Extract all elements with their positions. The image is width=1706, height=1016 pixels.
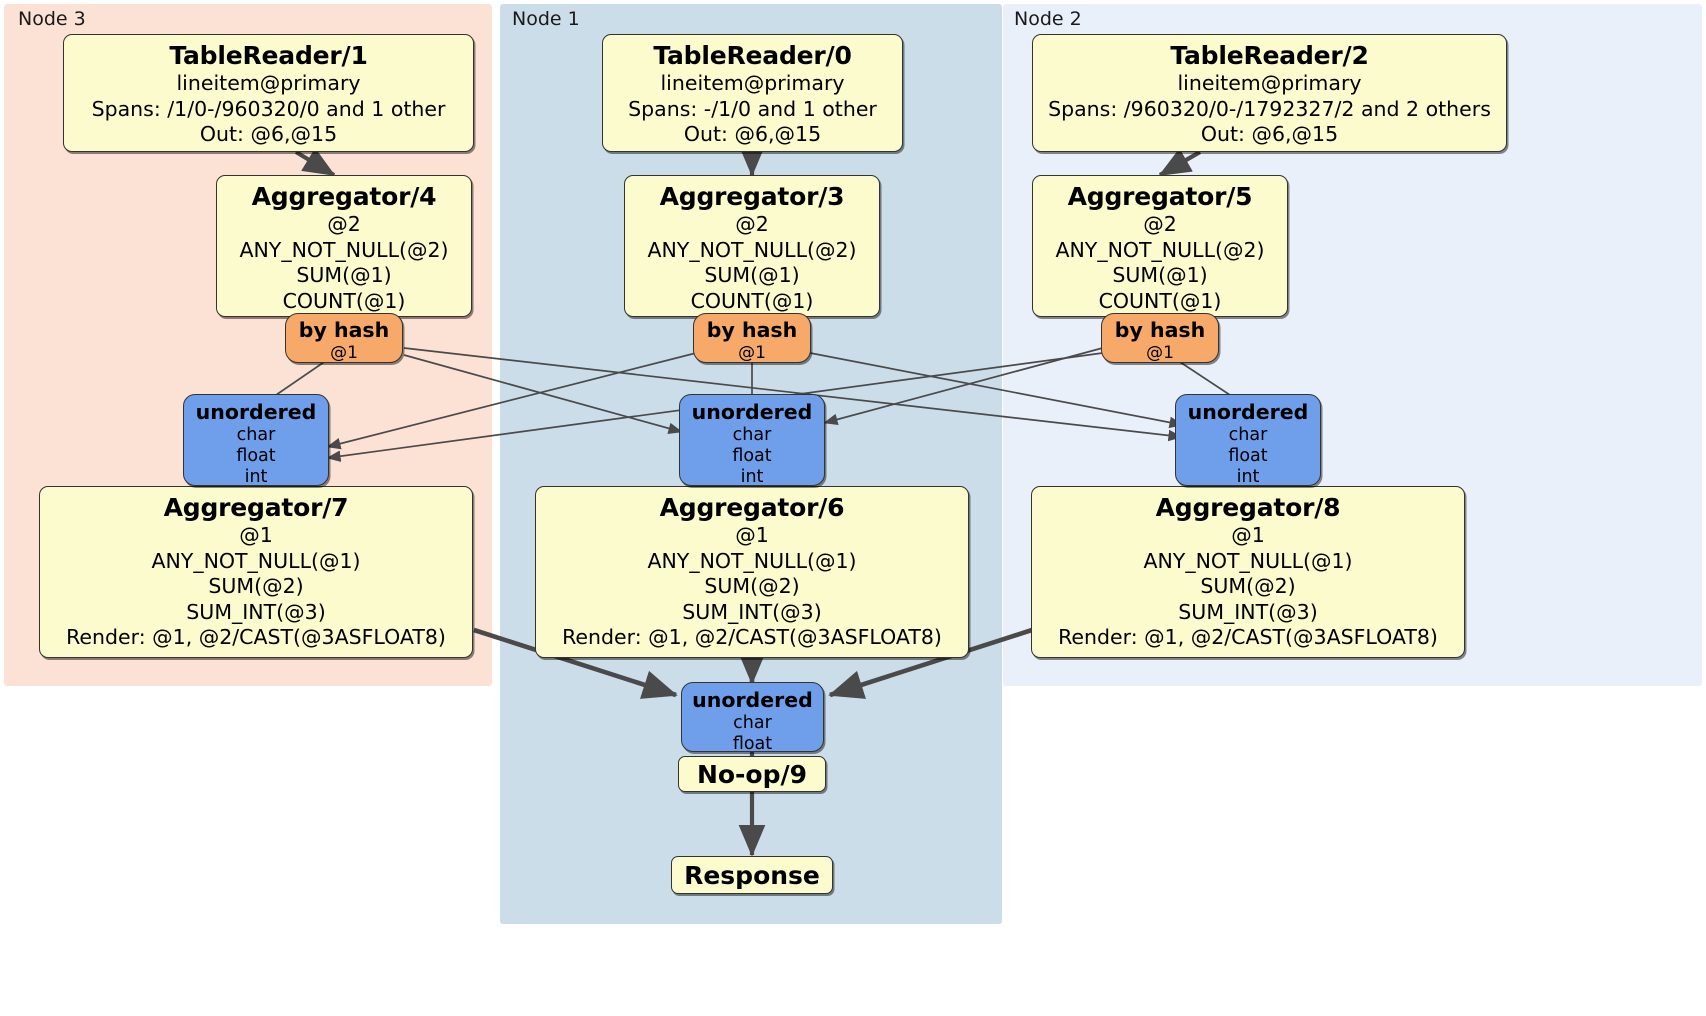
aggregator-3-line-3: COUNT(@1) xyxy=(690,288,814,313)
table-reader-2-line-2: Out: @6,@15 xyxy=(1200,122,1339,146)
aggregator-7-line-0: @1 xyxy=(239,523,273,547)
synchronizer-unordered-final-title: unordered xyxy=(692,688,813,712)
aggregator-8-box[interactable]: Aggregator/8 @1 ANY_NOT_NULL(@1) SUM(@2)… xyxy=(1031,486,1465,658)
aggregator-4-title: Aggregator/4 xyxy=(251,182,437,211)
synchronizer-unordered-final-type-1: float xyxy=(732,734,773,754)
aggregator-4-box[interactable]: Aggregator/4 @2 ANY_NOT_NULL(@2) SUM(@1)… xyxy=(216,175,472,317)
aggregator-6-box[interactable]: Aggregator/6 @1 ANY_NOT_NULL(@1) SUM(@2)… xyxy=(535,486,969,658)
aggregator-3-line-2: SUM(@1) xyxy=(704,263,800,287)
router-by-hash-node-3-sub: @1 xyxy=(330,343,358,363)
no-op-9-box[interactable]: No-op/9 xyxy=(678,756,826,792)
router-by-hash-node-2-title: by hash xyxy=(1114,318,1206,342)
aggregator-8-title: Aggregator/8 xyxy=(1155,493,1341,522)
synchronizer-unordered-node-3-type-1: float xyxy=(236,446,276,466)
router-by-hash-node-1-title: by hash xyxy=(706,318,798,342)
aggregator-7-line-1: ANY_NOT_NULL(@1) xyxy=(151,548,361,573)
synchronizer-unordered-node-1-type-1: float xyxy=(732,446,772,466)
table-reader-2-line-1: Spans: /960320/0-/1792327/2 and 2 others xyxy=(1048,96,1491,121)
aggregator-5-line-0: @2 xyxy=(1143,212,1177,236)
table-reader-1-line-0: lineitem@primary xyxy=(176,71,361,95)
table-reader-1-title: TableReader/1 xyxy=(169,41,368,70)
region-label-node-1: Node 1 xyxy=(512,8,580,30)
aggregator-4-line-0: @2 xyxy=(327,212,361,236)
aggregator-8-line-1: ANY_NOT_NULL(@1) xyxy=(1143,548,1353,573)
table-reader-1-box[interactable]: TableReader/1 lineitem@primary Spans: /1… xyxy=(63,34,474,152)
aggregator-3-title: Aggregator/3 xyxy=(659,182,845,211)
synchronizer-unordered-final[interactable]: unordered char float xyxy=(681,682,824,754)
table-reader-0-line-0: lineitem@primary xyxy=(660,71,845,95)
synchronizer-unordered-node-1[interactable]: unordered char float int xyxy=(679,394,825,487)
table-reader-1-line-1: Spans: /1/0-/960320/0 and 1 other xyxy=(91,96,446,121)
router-by-hash-node-1-sub: @1 xyxy=(738,343,766,363)
table-reader-0-box[interactable]: TableReader/0 lineitem@primary Spans: -/… xyxy=(602,34,903,152)
aggregator-7-title: Aggregator/7 xyxy=(163,493,349,522)
table-reader-0-title: TableReader/0 xyxy=(653,41,852,70)
aggregator-5-line-3: COUNT(@1) xyxy=(1098,288,1222,313)
region-label-node-3: Node 3 xyxy=(18,8,86,30)
aggregator-6-line-2: SUM(@2) xyxy=(704,574,800,598)
aggregator-5-box[interactable]: Aggregator/5 @2 ANY_NOT_NULL(@2) SUM(@1)… xyxy=(1032,175,1288,317)
synchronizer-unordered-node-2-type-0: char xyxy=(1228,425,1268,445)
router-by-hash-node-3-title: by hash xyxy=(298,318,390,342)
aggregator-7-line-2: SUM(@2) xyxy=(208,574,304,598)
synchronizer-unordered-node-3-type-0: char xyxy=(236,425,276,445)
synchronizer-unordered-node-3-title: unordered xyxy=(195,400,317,424)
aggregator-6-line-1: ANY_NOT_NULL(@1) xyxy=(647,548,857,573)
aggregator-8-line-3: SUM_INT(@3) xyxy=(1178,599,1318,624)
synchronizer-unordered-node-2-title: unordered xyxy=(1187,400,1309,424)
region-label-node-2: Node 2 xyxy=(1014,8,1082,30)
table-reader-2-line-0: lineitem@primary xyxy=(1177,71,1362,95)
synchronizer-unordered-final-type-0: char xyxy=(733,713,772,733)
aggregator-5-line-1: ANY_NOT_NULL(@2) xyxy=(1055,237,1265,262)
aggregator-8-line-2: SUM(@2) xyxy=(1200,574,1296,598)
aggregator-3-line-1: ANY_NOT_NULL(@2) xyxy=(647,237,857,262)
router-by-hash-node-2[interactable]: by hash @1 xyxy=(1101,313,1219,363)
synchronizer-unordered-node-2-type-2: int xyxy=(1236,467,1260,487)
aggregator-5-title: Aggregator/5 xyxy=(1067,182,1253,211)
aggregator-8-line-0: @1 xyxy=(1231,523,1265,547)
aggregator-6-line-3: SUM_INT(@3) xyxy=(682,599,822,624)
table-reader-2-box[interactable]: TableReader/2 lineitem@primary Spans: /9… xyxy=(1032,34,1507,152)
aggregator-6-line-0: @1 xyxy=(735,523,769,547)
aggregator-4-line-3: COUNT(@1) xyxy=(282,288,406,313)
router-by-hash-node-3[interactable]: by hash @1 xyxy=(285,313,403,363)
aggregator-7-line-4: Render: @1, @2/CAST(@3ASFLOAT8) xyxy=(66,625,446,649)
synchronizer-unordered-node-3-type-2: int xyxy=(244,467,268,487)
synchronizer-unordered-node-2-type-1: float xyxy=(1228,446,1268,466)
table-reader-0-line-1: Spans: -/1/0 and 1 other xyxy=(628,96,877,121)
aggregator-5-line-2: SUM(@1) xyxy=(1112,263,1208,287)
router-by-hash-node-1[interactable]: by hash @1 xyxy=(693,313,811,363)
synchronizer-unordered-node-3[interactable]: unordered char float int xyxy=(183,394,329,487)
synchronizer-unordered-node-1-title: unordered xyxy=(691,400,813,424)
aggregator-3-line-0: @2 xyxy=(735,212,769,236)
table-reader-1-line-2: Out: @6,@15 xyxy=(199,122,338,146)
table-reader-2-title: TableReader/2 xyxy=(1170,41,1369,70)
router-by-hash-node-2-sub: @1 xyxy=(1146,343,1174,363)
aggregator-8-line-4: Render: @1, @2/CAST(@3ASFLOAT8) xyxy=(1058,625,1438,649)
synchronizer-unordered-node-1-type-0: char xyxy=(732,425,772,445)
synchronizer-unordered-node-2[interactable]: unordered char float int xyxy=(1175,394,1321,487)
aggregator-4-line-2: SUM(@1) xyxy=(296,263,392,287)
aggregator-7-box[interactable]: Aggregator/7 @1 ANY_NOT_NULL(@1) SUM(@2)… xyxy=(39,486,473,658)
response-box[interactable]: Response xyxy=(671,856,833,894)
aggregator-6-title: Aggregator/6 xyxy=(659,493,845,522)
aggregator-7-line-3: SUM_INT(@3) xyxy=(186,599,326,624)
aggregator-3-box[interactable]: Aggregator/3 @2 ANY_NOT_NULL(@2) SUM(@1)… xyxy=(624,175,880,317)
synchronizer-unordered-node-1-type-2: int xyxy=(740,467,764,487)
table-reader-0-line-2: Out: @6,@15 xyxy=(683,122,822,146)
aggregator-6-line-4: Render: @1, @2/CAST(@3ASFLOAT8) xyxy=(562,625,942,649)
aggregator-4-line-1: ANY_NOT_NULL(@2) xyxy=(239,237,449,262)
